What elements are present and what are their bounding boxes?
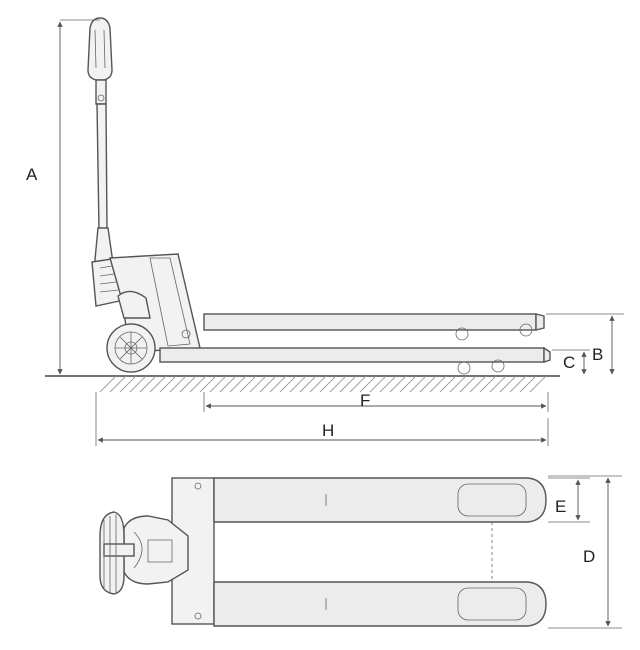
dimension-b: B (546, 313, 624, 375)
dimension-e: E (548, 477, 590, 523)
label-b: B (592, 345, 603, 364)
steering-wheel (106, 323, 156, 373)
dimension-c: C (552, 349, 590, 375)
label-f: F (360, 391, 370, 410)
lower-fork (159, 346, 551, 375)
dimension-h: H (95, 392, 549, 446)
label-a: A (26, 165, 38, 184)
side-view: A B C F H (26, 17, 624, 446)
dimension-a: A (26, 19, 100, 375)
pump-housing-top (123, 515, 189, 585)
fork-lower-top (213, 581, 547, 627)
label-c: C (563, 353, 575, 372)
label-d: D (583, 547, 595, 566)
top-view: E D (99, 475, 622, 629)
ground-line (45, 375, 560, 393)
upper-fork (203, 313, 545, 341)
label-h: H (322, 421, 334, 440)
label-e: E (555, 497, 566, 516)
steering-wheel-top (99, 511, 135, 595)
handle (87, 17, 115, 271)
fork-upper-top (213, 477, 547, 523)
dimension-f: F (203, 391, 549, 412)
dimension-d: D (548, 475, 622, 629)
